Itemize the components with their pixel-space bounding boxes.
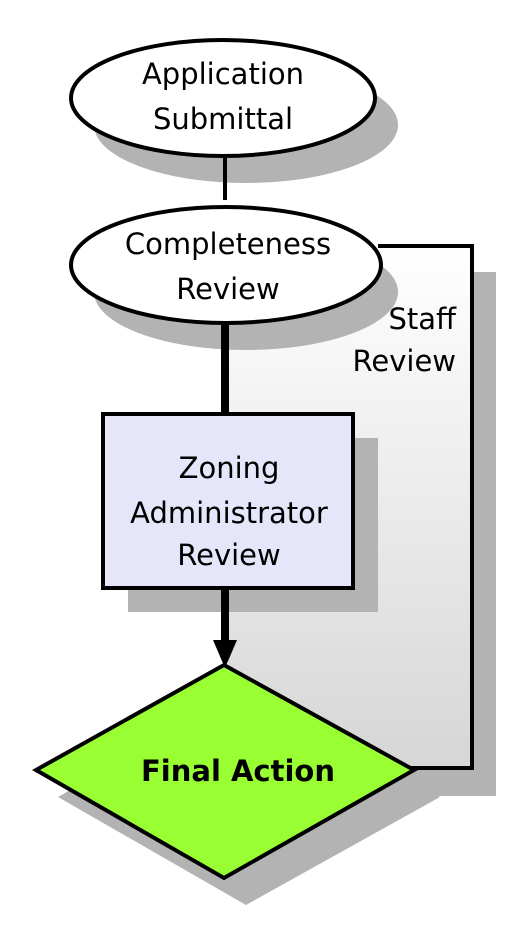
completeness-review-ellipse [69, 205, 383, 325]
staff-review-label-line1: Staff [388, 302, 457, 336]
arrowhead-to-final-action [213, 640, 237, 668]
node-final-action: Final Action [31, 662, 419, 881]
completeness-review-label-line1: Completeness [125, 227, 331, 261]
final-action-label: Final Action [141, 754, 335, 788]
staff-review-label-line2: Review [353, 344, 456, 378]
zoning-admin-review-label-line3: Review [177, 538, 280, 572]
node-application-submittal: Application Submittal [69, 38, 377, 158]
application-submittal-label-line2: Submittal [153, 102, 293, 136]
node-zoning-administrator-review: Zoning Administrator Review [101, 412, 355, 590]
zoning-admin-review-label-line1: Zoning [179, 451, 280, 485]
final-action-diamond [31, 662, 419, 881]
zoning-admin-review-label-line2: Administrator [130, 496, 328, 530]
application-submittal-ellipse [69, 38, 377, 158]
completeness-review-label-line2: Review [176, 272, 279, 306]
node-completeness-review: Completeness Review [69, 205, 383, 325]
staff-review-loop [378, 244, 474, 770]
zoning-admin-review-box [101, 412, 355, 590]
application-submittal-label-line1: Application [142, 57, 304, 91]
